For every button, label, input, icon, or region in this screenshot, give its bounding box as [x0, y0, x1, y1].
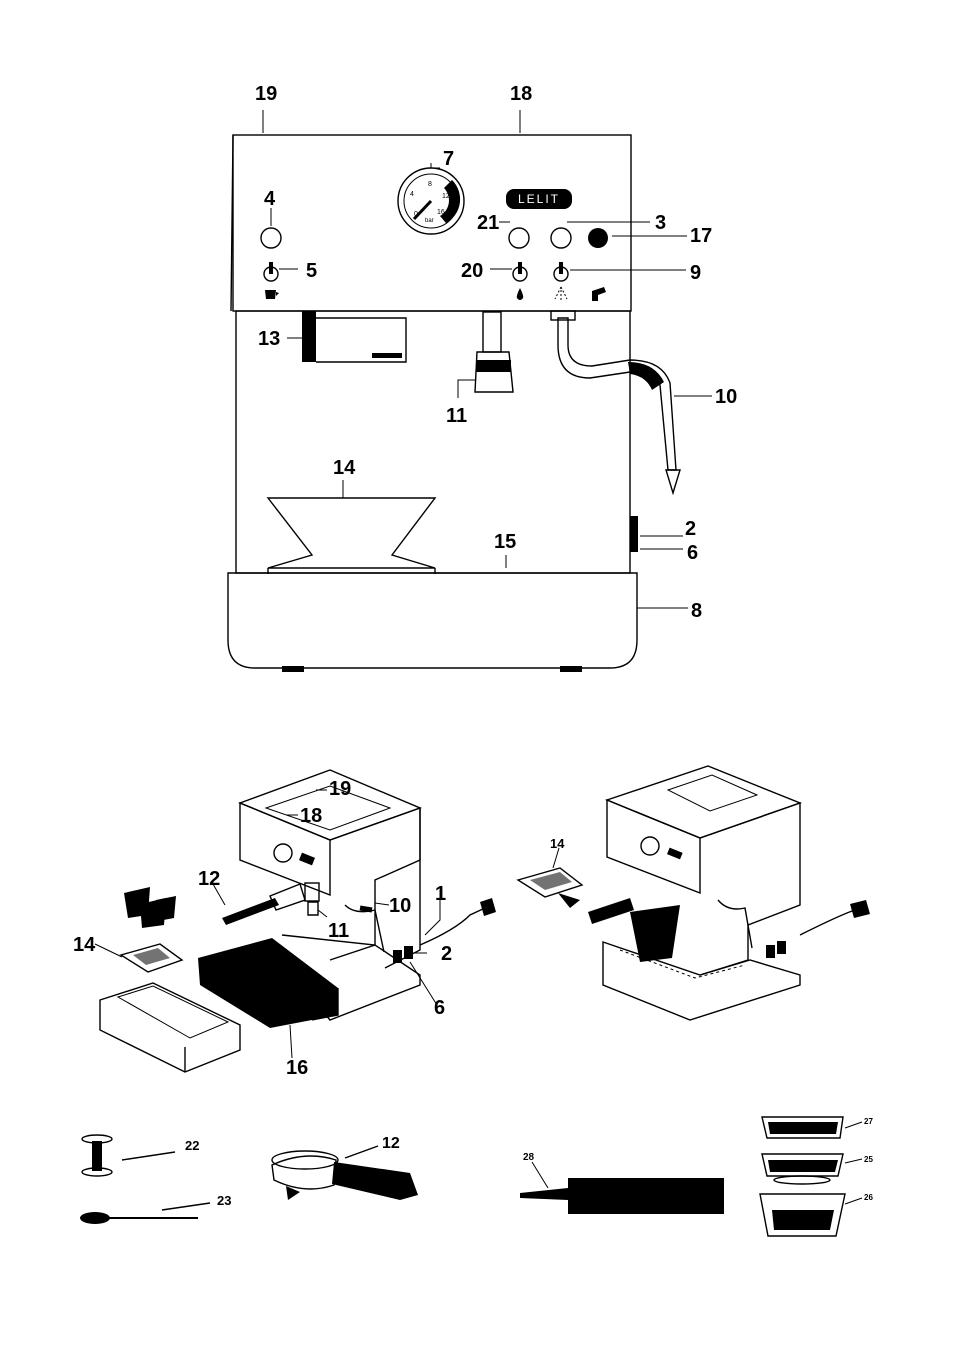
- exploded-label-14: 14: [73, 934, 96, 956]
- label-18: 18: [510, 83, 532, 105]
- cup-rack-14: [268, 498, 435, 568]
- accessory-label-22: 22: [185, 1138, 199, 1153]
- boiler-group-mark: [372, 353, 402, 358]
- main-switch-2: [630, 516, 638, 552]
- front-view: 0 4 8 12 16 bar LELIT: [228, 83, 737, 672]
- label-3: 3: [655, 212, 666, 234]
- exploded-power-cord-1: [420, 908, 485, 945]
- toggle-switch-5: [264, 262, 278, 281]
- accessory-label-28: 28: [523, 1152, 535, 1163]
- steam-icon: [555, 287, 567, 300]
- label-13: 13: [258, 328, 280, 350]
- label-5: 5: [306, 260, 317, 282]
- filter-basket-25: [762, 1154, 843, 1184]
- front-base-water-tank: [228, 573, 637, 668]
- gauge-tick-4: 4: [410, 191, 414, 198]
- label-6: 6: [687, 542, 698, 564]
- indicator-lamp-17: [588, 228, 608, 248]
- label-21: 21: [477, 212, 499, 234]
- exploded-label-2: 2: [441, 943, 452, 965]
- label-15: 15: [494, 531, 516, 553]
- label-14: 14: [333, 457, 356, 479]
- exploded-steam-wand: [345, 905, 384, 952]
- exploded-filter-baskets: [124, 887, 176, 928]
- exploded-label-6: 6: [434, 997, 445, 1019]
- brew-group-band: [476, 360, 511, 372]
- water-drop-icon: [517, 288, 523, 300]
- gauge-tick-8: 8: [428, 181, 432, 188]
- toggle-switch-20: [513, 262, 527, 281]
- toggle-switch-9: [554, 262, 568, 281]
- brand-logo: LELIT: [506, 189, 572, 209]
- exploded-label-11: 11: [328, 920, 349, 942]
- accessory-label-12: 12: [382, 1135, 400, 1152]
- gauge-tick-0: 0: [414, 211, 418, 218]
- label-10: 10: [715, 386, 737, 408]
- exploded-gauge: [274, 844, 292, 862]
- label-20: 20: [461, 260, 483, 282]
- measuring-spoon-23: [80, 1212, 198, 1224]
- exploded-label-12: 12: [198, 868, 220, 890]
- assembled-portafilter: [588, 898, 634, 924]
- indicator-lamp-3: [551, 228, 571, 248]
- gauge-tick-12: 12: [442, 193, 450, 200]
- assembled-view: 14: [518, 766, 870, 1020]
- exploded-label-10: 10: [389, 895, 411, 917]
- steam-wand-10: [558, 318, 676, 470]
- assembled-power-cord: [800, 910, 855, 935]
- label-11: 11: [446, 405, 467, 427]
- tamper-22: [82, 1135, 112, 1176]
- steam-wand-tip: [666, 470, 680, 493]
- filter-basket-26: [760, 1194, 845, 1236]
- pressure-gauge-icon: 0 4 8 12 16 bar: [398, 168, 464, 234]
- accessory-label-23: 23: [217, 1193, 231, 1208]
- steam-wand-grip: [628, 362, 664, 390]
- accessories: 22 23 12 28 27 25 26: [80, 1117, 873, 1236]
- indicator-lamp-21: [509, 228, 529, 248]
- cup-icon: [265, 290, 279, 299]
- accessory-label-27: 27: [864, 1117, 873, 1126]
- label-19: 19: [255, 83, 277, 105]
- hot-water-tap-icon: [592, 287, 606, 301]
- accessory-label-26: 26: [864, 1193, 873, 1202]
- cleaning-brush-28: [520, 1162, 724, 1214]
- gauge-tick-16: 16: [437, 209, 445, 216]
- label-2: 2: [685, 518, 696, 540]
- label-9: 9: [690, 262, 701, 284]
- label-17: 17: [690, 225, 712, 247]
- front-foot-left: [282, 666, 304, 672]
- exploded-label-18: 18: [300, 805, 322, 827]
- exploded-portafilter-12: [222, 898, 279, 925]
- brew-group-neck: [483, 312, 501, 352]
- label-7: 7: [443, 148, 454, 170]
- gauge-unit: bar: [425, 218, 434, 224]
- accessory-portafilter-12: [272, 1151, 418, 1200]
- exploded-label-19: 19: [329, 778, 351, 800]
- boiler-group-13: [302, 311, 316, 362]
- filter-basket-27: [762, 1117, 843, 1138]
- exploded-view: 19 18 12 10 1 11 14 2 6 16: [73, 770, 496, 1079]
- label-4: 4: [264, 188, 276, 210]
- accessory-label-25: 25: [864, 1155, 873, 1164]
- label-8: 8: [691, 600, 702, 622]
- assembled-label-14: 14: [550, 836, 565, 851]
- brand-logo-text: LELIT: [518, 192, 560, 206]
- indicator-lamp-4: [261, 228, 281, 248]
- exploded-label-16: 16: [286, 1057, 308, 1079]
- front-foot-right: [560, 666, 582, 672]
- exploded-label-1: 1: [435, 883, 446, 905]
